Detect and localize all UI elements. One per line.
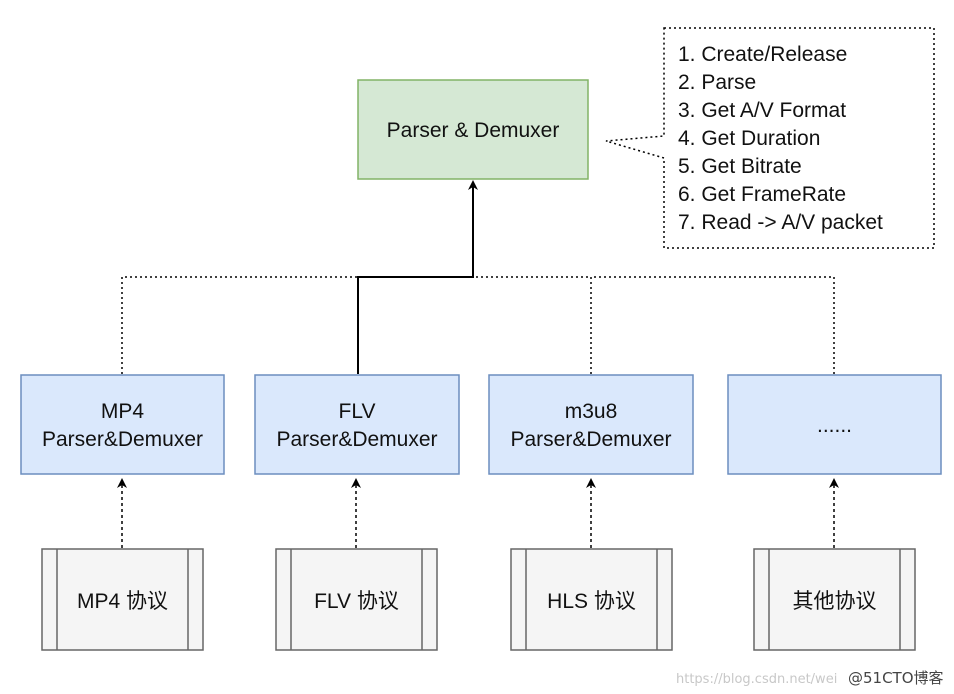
note-line-1: 1. Create/Release <box>678 43 847 66</box>
protocol-box-mp4: MP4 协议 <box>41 548 204 651</box>
protocol-box-hls-label: HLS 协议 <box>547 590 636 613</box>
parser-box-m3u8: m3u8 Parser&Demuxer <box>488 374 694 475</box>
note-line-2: 2. Parse <box>678 71 756 94</box>
parser-box-mp4-line2: Parser&Demuxer <box>42 428 203 451</box>
parser-box-flv-line1: FLV <box>339 400 376 423</box>
top-parser-demuxer-box: Parser & Demuxer <box>357 79 589 180</box>
protocol-arrows <box>117 478 839 548</box>
parser-box-other-line1: ...... <box>817 414 852 437</box>
top-box-label: Parser & Demuxer <box>387 119 560 142</box>
note-line-6: 6. Get FrameRate <box>678 183 846 206</box>
watermark-brand: @51CTO博客 <box>848 669 944 687</box>
protocol-box-hls: HLS 协议 <box>510 548 673 651</box>
dotted-connector-other <box>591 276 835 374</box>
parser-box-mp4-line1: MP4 <box>101 400 145 423</box>
parser-box-m3u8-line1: m3u8 <box>565 400 618 423</box>
note-line-3: 3. Get A/V Format <box>678 99 846 122</box>
parser-box-mp4: MP4 Parser&Demuxer <box>20 374 225 475</box>
watermark: https://blog.csdn.net/wei @51CTO博客 <box>676 669 944 687</box>
parser-box-other: ...... <box>727 374 942 475</box>
parser-box-m3u8-line2: Parser&Demuxer <box>510 428 671 451</box>
parser-box-flv-line2: Parser&Demuxer <box>276 428 437 451</box>
note-line-5: 5. Get Bitrate <box>678 155 802 178</box>
protocol-box-other: 其他协议 <box>753 548 916 651</box>
watermark-url: https://blog.csdn.net/wei <box>676 672 837 687</box>
dotted-connector-mp4 <box>121 276 358 374</box>
function-list-callout: 1. Create/Release 2. Parse 3. Get A/V Fo… <box>605 27 935 249</box>
protocol-box-mp4-label: MP4 协议 <box>77 590 168 613</box>
protocol-box-flv: FLV 协议 <box>275 548 438 651</box>
parser-box-flv: FLV Parser&Demuxer <box>254 374 460 475</box>
protocol-box-flv-label: FLV 协议 <box>314 590 399 613</box>
note-line-4: 4. Get Duration <box>678 127 820 150</box>
protocol-box-other-label: 其他协议 <box>793 590 877 613</box>
dotted-connector-m3u8 <box>473 276 592 374</box>
connector-lines <box>121 180 835 374</box>
solid-connector-flv <box>357 180 478 374</box>
note-line-7: 7. Read -> A/V packet <box>678 211 883 234</box>
